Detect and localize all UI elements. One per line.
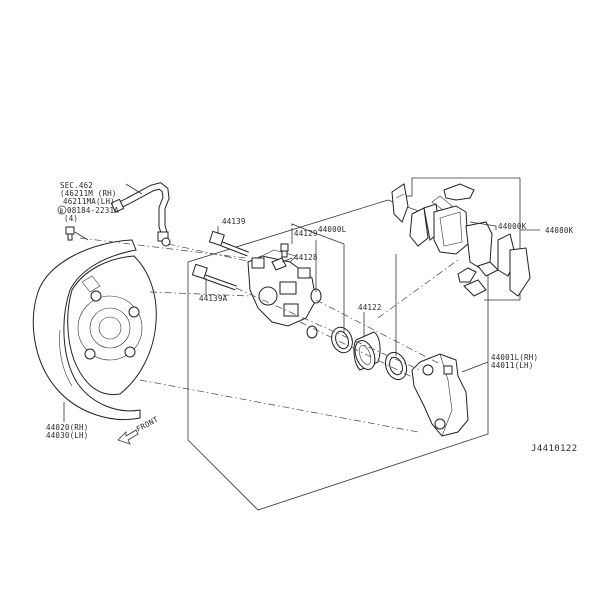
pad-shim[interactable]	[391, 183, 409, 223]
label-44129: 44129	[294, 229, 318, 238]
label-44080k: 44080K	[545, 226, 574, 235]
label-44128: 44128	[294, 253, 318, 262]
label-46211ma: 46211MA(LH)	[63, 197, 115, 206]
brake-pad-inner[interactable]	[433, 205, 469, 255]
bolt-callout: B 08184-2231A (4)	[57, 205, 119, 223]
pad-retainer-clips[interactable]	[457, 261, 499, 297]
label-44139a: 44139A	[199, 294, 228, 303]
guide-pin-bolt-44139a[interactable]	[191, 263, 237, 291]
label-sec462: SEC.462	[60, 181, 93, 190]
diagram-code: J4410122	[531, 444, 578, 454]
leader-lines	[63, 183, 497, 422]
mounting-bolt[interactable]	[65, 226, 89, 241]
piston-boot[interactable]	[382, 349, 410, 382]
label-44011: 44011(LH)	[491, 361, 533, 370]
bolt-circle-letter: B	[60, 208, 64, 215]
bleeder-cap[interactable]	[280, 243, 289, 258]
brake-pad-outer[interactable]	[465, 221, 493, 269]
piston-seal[interactable]	[328, 324, 356, 355]
piston[interactable]	[351, 331, 381, 372]
front-arrow-icon	[117, 429, 139, 445]
slide-pin-boot[interactable]	[306, 288, 322, 339]
guide-pin-bolt-44139[interactable]	[208, 230, 249, 257]
anti-squeal-shim-outer[interactable]	[497, 233, 531, 297]
label-bolt-number: 08184-2231A	[67, 206, 119, 215]
label-44122: 44122	[358, 303, 382, 312]
caliper-bracket[interactable]	[411, 353, 469, 437]
bleeder-screw[interactable]	[271, 257, 287, 271]
back-plate[interactable]	[32, 239, 157, 420]
label-44139: 44139	[222, 217, 246, 226]
alignment-lines	[79, 237, 459, 433]
label-44001l: 44001L(RH)	[491, 353, 538, 362]
label-44000k: 44000K	[498, 222, 527, 231]
assembly-frame	[187, 199, 489, 511]
brake-hose[interactable]	[110, 182, 171, 247]
label-44020: 44020(RH)	[46, 423, 88, 432]
label-46211m: (46211M (RH)	[60, 189, 117, 198]
label-44000l: 44000L	[318, 225, 347, 234]
label-44030: 44030(LH)	[46, 431, 88, 440]
label-bolt-qty: (4)	[64, 214, 78, 223]
pad-clip[interactable]	[431, 183, 475, 213]
